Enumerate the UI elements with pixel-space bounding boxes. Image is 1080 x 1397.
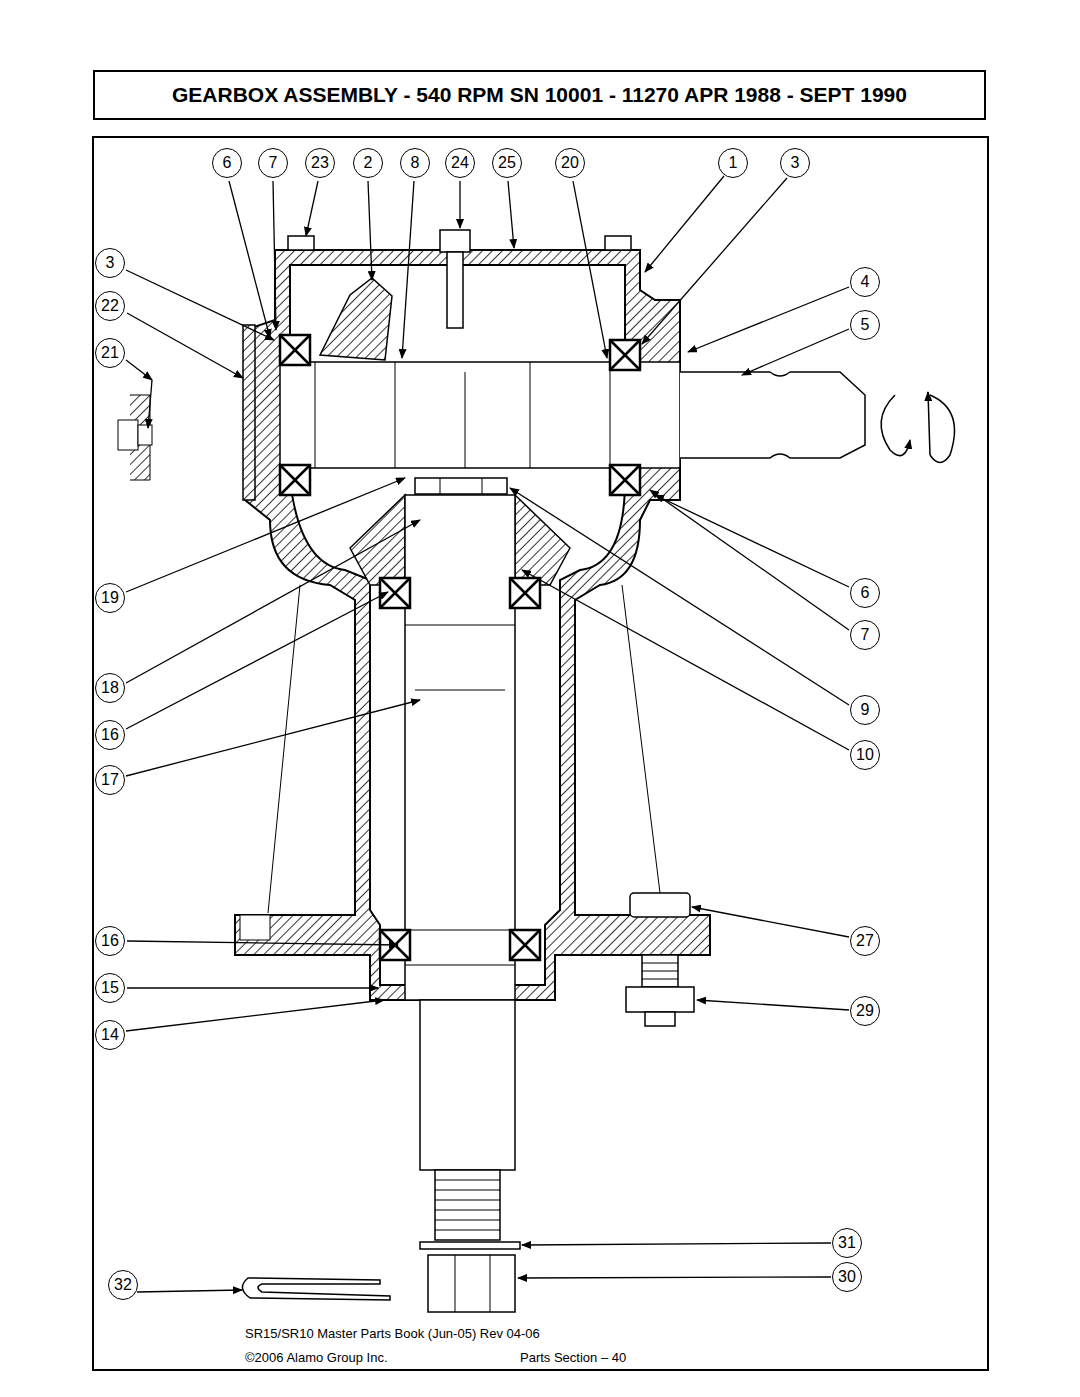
callout-number: 16 (101, 727, 119, 743)
footer-text: SR15/SR10 Master Parts Book (Jun-05) Rev… (245, 1326, 540, 1341)
callout-circle: 4 (850, 267, 880, 297)
callout-number: 25 (498, 155, 516, 171)
callout-circle: 23 (305, 148, 335, 178)
callout-circle: 16 (95, 720, 125, 750)
callout-circle: 3 (95, 248, 125, 278)
callout-number: 10 (856, 747, 874, 763)
callout-number: 20 (561, 155, 579, 171)
title-box: GEARBOX ASSEMBLY - 540 RPM SN 10001 - 11… (93, 70, 986, 120)
callout-circle: 17 (95, 765, 125, 795)
callout-number: 21 (101, 345, 119, 361)
callout-circle: 32 (108, 1270, 138, 1300)
callout-number: 19 (101, 590, 119, 606)
callout-number: 15 (101, 980, 119, 996)
page-title: GEARBOX ASSEMBLY - 540 RPM SN 10001 - 11… (172, 83, 907, 107)
callout-circle: 7 (258, 148, 288, 178)
callout-number: 17 (101, 772, 119, 788)
callout-number: 1 (729, 155, 738, 171)
callout-number: 3 (791, 155, 800, 171)
callout-number: 32 (114, 1277, 132, 1293)
callout-circle: 3 (780, 148, 810, 178)
callout-number: 2 (364, 155, 373, 171)
callout-circle: 6 (212, 148, 242, 178)
callout-number: 30 (838, 1269, 856, 1285)
callout-circle: 6 (850, 578, 880, 608)
callout-number: 6 (861, 585, 870, 601)
callout-circle: 22 (95, 291, 125, 321)
callout-number: 8 (411, 155, 420, 171)
callout-number: 3 (106, 255, 115, 271)
callout-circle: 16 (95, 926, 125, 956)
callout-circle: 14 (95, 1020, 125, 1050)
callout-circle: 30 (832, 1262, 862, 1292)
callout-circle: 7 (850, 620, 880, 650)
callout-circle: 29 (850, 996, 880, 1026)
callout-number: 16 (101, 933, 119, 949)
callout-number: 7 (861, 627, 870, 643)
callout-circle: 24 (445, 148, 475, 178)
callout-number: 6 (223, 155, 232, 171)
callout-circle: 10 (850, 740, 880, 770)
callout-circle: 20 (555, 148, 585, 178)
callout-circle: 1 (718, 148, 748, 178)
callout-number: 7 (269, 155, 278, 171)
callout-number: 9 (861, 702, 870, 718)
footer-text: ©2006 Alamo Group Inc. (245, 1350, 388, 1365)
callout-circle: 8 (400, 148, 430, 178)
callout-number: 22 (101, 298, 119, 314)
callout-circle: 31 (832, 1228, 862, 1258)
callout-circle: 2 (353, 148, 383, 178)
callout-number: 4 (861, 274, 870, 290)
callout-number: 31 (838, 1235, 856, 1251)
callout-number: 27 (856, 933, 874, 949)
callout-number: 5 (861, 317, 870, 333)
callout-number: 14 (101, 1027, 119, 1043)
callout-number: 18 (101, 680, 119, 696)
callout-number: 24 (451, 155, 469, 171)
footer-text: Parts Section – 40 (520, 1350, 626, 1365)
callout-circle: 5 (850, 310, 880, 340)
callout-number: 23 (311, 155, 329, 171)
callout-circle: 9 (850, 695, 880, 725)
callout-number: 29 (856, 1003, 874, 1019)
callout-circle: 25 (492, 148, 522, 178)
callout-circle: 19 (95, 583, 125, 613)
callout-circle: 15 (95, 973, 125, 1003)
callout-circle: 21 (95, 338, 125, 368)
callout-circle: 18 (95, 673, 125, 703)
callout-circle: 27 (850, 926, 880, 956)
